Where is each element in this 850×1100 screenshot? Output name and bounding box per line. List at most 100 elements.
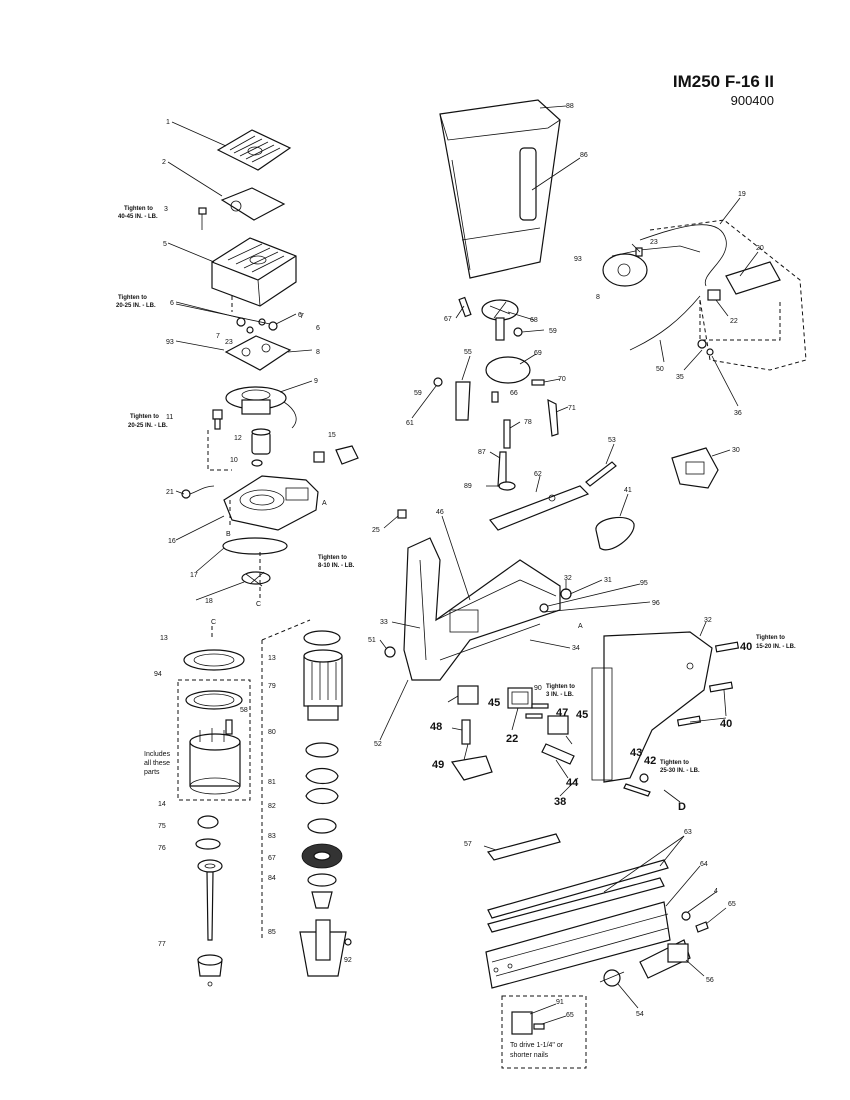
label-32b: 32 bbox=[704, 617, 712, 624]
label-94: 94 bbox=[154, 671, 162, 678]
torque-note-40-line1: Tighten to bbox=[756, 635, 785, 641]
part-nut-4 bbox=[681, 911, 691, 921]
label-19: 19 bbox=[738, 191, 746, 198]
label-93b: 93 bbox=[574, 256, 582, 263]
label-84: 84 bbox=[268, 875, 276, 882]
label-44: 44 bbox=[566, 777, 579, 789]
kit-note-line2: all these bbox=[144, 760, 170, 767]
part-cylinder bbox=[303, 649, 343, 721]
part-nut-32 bbox=[560, 588, 572, 600]
part-cylinder-head bbox=[211, 237, 297, 307]
part-motor-22 bbox=[507, 687, 533, 709]
label-79: 79 bbox=[268, 683, 276, 690]
label-59a: 59 bbox=[549, 328, 557, 335]
label-18: 18 bbox=[205, 598, 213, 605]
leader-lines bbox=[167, 105, 759, 1025]
label-90: 90 bbox=[534, 685, 542, 692]
part-screw bbox=[198, 207, 207, 230]
part-screw-65b bbox=[533, 1023, 545, 1030]
label-17: 17 bbox=[190, 572, 198, 579]
label-15: 15 bbox=[328, 432, 336, 439]
label-82: 82 bbox=[268, 803, 276, 810]
part-screw-51 bbox=[384, 646, 396, 658]
label-56: 56 bbox=[706, 977, 714, 984]
part-sensor bbox=[181, 485, 215, 499]
part-driver-blade bbox=[197, 859, 223, 941]
label-40b: 40 bbox=[720, 718, 732, 730]
part-screw-40c bbox=[676, 715, 702, 727]
part-screw-65 bbox=[695, 921, 709, 933]
part-connector bbox=[313, 445, 359, 465]
label-61: 61 bbox=[406, 420, 414, 427]
part-pin-44 bbox=[541, 743, 575, 765]
label-6a: 6 bbox=[170, 300, 174, 307]
arrow-d bbox=[663, 789, 681, 803]
part-follower-56 bbox=[639, 939, 691, 979]
part-lever-71 bbox=[547, 398, 559, 437]
label-42: 42 bbox=[644, 755, 656, 767]
label-2: 2 bbox=[162, 159, 166, 166]
torque-note-17-line1: Tighten to bbox=[318, 555, 347, 561]
torque-note-3-line2: 40-45 IN. - LB. bbox=[118, 214, 158, 220]
nail-note-line1: To drive 1-1/4" or bbox=[510, 1042, 564, 1049]
nail-kit-box bbox=[501, 995, 587, 1069]
reference-lines bbox=[207, 296, 311, 940]
label-88: 88 bbox=[566, 103, 574, 110]
label-12: 12 bbox=[234, 435, 242, 442]
label-68: 68 bbox=[530, 317, 538, 324]
part-screw-59b bbox=[433, 377, 443, 387]
label-48: 48 bbox=[430, 721, 442, 733]
part-screw-40a bbox=[714, 641, 740, 653]
label-43: 43 bbox=[630, 747, 642, 759]
torque-note-6-line2: 20-25 IN. - LB. bbox=[116, 303, 156, 309]
kit-note-line1: Includes bbox=[144, 751, 171, 758]
label-93: 93 bbox=[166, 339, 174, 346]
label-20: 20 bbox=[756, 245, 764, 252]
part-pin-66 bbox=[491, 391, 499, 403]
label-59b: 59 bbox=[414, 390, 422, 397]
part-number-labels: 1 2 3 5 6 6 7 7 6 93 23 8 9 11 12 15 10 … bbox=[154, 103, 764, 1019]
ref-letter-c1: C bbox=[256, 601, 261, 608]
part-valve-assembly bbox=[225, 386, 297, 429]
label-13a: 13 bbox=[160, 635, 168, 642]
part-kit-parts bbox=[185, 690, 243, 795]
part-gasket bbox=[220, 187, 286, 221]
label-14: 14 bbox=[158, 801, 166, 808]
part-split-ring bbox=[183, 649, 245, 671]
part-clip bbox=[197, 815, 219, 829]
label-9: 9 bbox=[314, 378, 318, 385]
label-70: 70 bbox=[558, 376, 566, 383]
label-83: 83 bbox=[268, 833, 276, 840]
part-screw-25 bbox=[397, 509, 407, 519]
reference-letters: A B C C A D bbox=[211, 500, 686, 813]
ref-letter-a1: A bbox=[322, 500, 327, 507]
label-7b: 7 bbox=[300, 313, 304, 320]
label-65b: 65 bbox=[566, 1012, 574, 1019]
label-47: 47 bbox=[556, 707, 568, 719]
part-screw-90 bbox=[531, 703, 549, 709]
part-disc-69 bbox=[485, 356, 531, 384]
label-66: 66 bbox=[510, 390, 518, 397]
label-57: 57 bbox=[464, 841, 472, 848]
leader-52 bbox=[379, 679, 409, 741]
label-75: 75 bbox=[158, 823, 166, 830]
torque-note-42-line1: Tighten to bbox=[660, 760, 689, 766]
label-16: 16 bbox=[168, 538, 176, 545]
part-washer bbox=[195, 838, 221, 850]
part-switch-30 bbox=[671, 447, 719, 489]
part-bracket-57 bbox=[486, 833, 561, 861]
label-89: 89 bbox=[464, 483, 472, 490]
document-number: 900400 bbox=[730, 93, 774, 108]
part-ring bbox=[251, 459, 263, 467]
big-part-labels: 40 40 47 45 48 22 45 49 44 43 42 38 bbox=[430, 641, 752, 808]
part-canister bbox=[439, 99, 561, 279]
part-ring-82 bbox=[307, 818, 337, 834]
part-rails-63 bbox=[487, 859, 669, 933]
label-45b: 45 bbox=[576, 709, 588, 721]
label-45a: 45 bbox=[488, 697, 500, 709]
torque-note-90-line1: Tighten to bbox=[546, 684, 575, 690]
label-8b: 8 bbox=[596, 294, 600, 301]
torque-notes: Tighten to 40-45 IN. - LB. Tighten to 20… bbox=[116, 206, 796, 774]
label-31: 31 bbox=[604, 577, 612, 584]
label-35: 35 bbox=[676, 374, 684, 381]
